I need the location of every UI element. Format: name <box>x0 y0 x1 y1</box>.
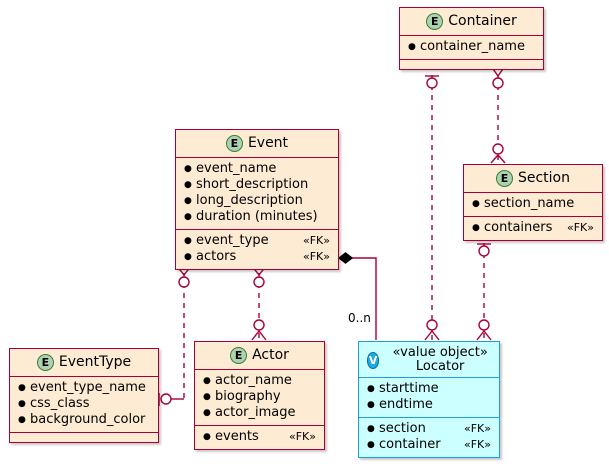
foreign-key-row: section «FK» <box>367 421 491 437</box>
attribute-row: section_name <box>472 196 594 212</box>
empty-compartment <box>10 433 158 442</box>
key-list-section: containers «FK» <box>464 217 602 240</box>
class-header-locator: V «value object» Locator <box>359 342 499 377</box>
key-name: actors <box>196 249 237 264</box>
attribute-row: starttime <box>367 381 491 397</box>
attribute-list-section: section_name <box>464 193 602 216</box>
fk-marker: «FK» <box>566 221 594 234</box>
divider <box>359 377 499 378</box>
attribute-row: endtime <box>367 397 491 413</box>
multiplicity-label-0n: 0..n <box>348 311 371 325</box>
attribute-list-locator: starttime endtime <box>359 378 499 417</box>
attribute-row: long_description <box>184 193 330 209</box>
foreign-key-row: event_type «FK» <box>184 233 330 249</box>
foreign-key-row: actors «FK» <box>184 249 330 265</box>
entity-badge-icon: E <box>225 135 243 152</box>
attribute-row: actor_name <box>203 373 316 389</box>
entity-badge-icon: E <box>495 170 513 187</box>
key-name: section <box>379 421 426 436</box>
class-name-event: Event <box>247 135 289 151</box>
divider <box>464 216 602 217</box>
divider <box>195 425 324 426</box>
class-name-section: Section <box>517 170 570 186</box>
key-name: events <box>215 429 259 444</box>
empty-compartment <box>400 60 543 69</box>
divider <box>10 432 158 433</box>
divider <box>176 157 338 158</box>
attribute-list-eventtype: event_type_name css_class background_col… <box>10 377 158 432</box>
entity-badge-icon: E <box>230 347 248 364</box>
divider <box>176 229 338 230</box>
attribute-row: event_name <box>184 161 330 177</box>
value-object-badge-icon: V <box>367 351 380 369</box>
fk-marker: «FK» <box>302 234 330 247</box>
class-name-locator: Locator <box>415 359 465 374</box>
divider <box>10 376 158 377</box>
class-name-actor: Actor <box>252 347 289 363</box>
fk-marker: «FK» <box>463 438 491 451</box>
divider <box>359 417 499 418</box>
entity-badge-icon: E <box>36 354 54 371</box>
fk-marker: «FK» <box>302 250 330 263</box>
attribute-row: container_name <box>408 39 535 55</box>
class-name-eventtype: EventType <box>58 354 132 370</box>
foreign-key-row: container «FK» <box>367 437 491 453</box>
attribute-list-actor: actor_name biography actor_image <box>195 370 324 425</box>
key-list-locator: section «FK» container «FK» <box>359 418 499 457</box>
foreign-key-row: events «FK» <box>203 429 316 445</box>
key-name: containers <box>484 220 553 235</box>
divider <box>464 192 602 193</box>
divider <box>195 369 324 370</box>
key-list-event: event_type «FK» actors «FK» <box>176 230 338 269</box>
class-box-locator[interactable]: V «value object» Locator starttime endti… <box>358 341 500 458</box>
key-name: container <box>379 437 441 452</box>
attribute-list-container: container_name <box>400 36 543 59</box>
key-name: event_type <box>196 233 269 248</box>
attribute-row: event_type_name <box>18 380 150 396</box>
attribute-row: background_color <box>18 412 150 428</box>
divider <box>400 59 543 60</box>
attribute-row: duration (minutes) <box>184 209 330 225</box>
attribute-row: biography <box>203 389 316 405</box>
attribute-list-event: event_name short_description long_descri… <box>176 158 338 229</box>
stereotype-label: «value object» <box>392 345 488 360</box>
class-name-container: Container <box>448 13 517 29</box>
entity-badge-icon: E <box>426 13 444 30</box>
divider <box>400 35 543 36</box>
attribute-row: short_description <box>184 177 330 193</box>
fk-marker: «FK» <box>288 430 316 443</box>
foreign-key-row: containers «FK» <box>472 220 594 236</box>
fk-marker: «FK» <box>463 422 491 435</box>
attribute-row: actor_image <box>203 405 316 421</box>
key-list-actor: events «FK» <box>195 426 324 449</box>
class-header-text: «value object» Locator <box>389 346 491 374</box>
attribute-row: css_class <box>18 396 150 412</box>
